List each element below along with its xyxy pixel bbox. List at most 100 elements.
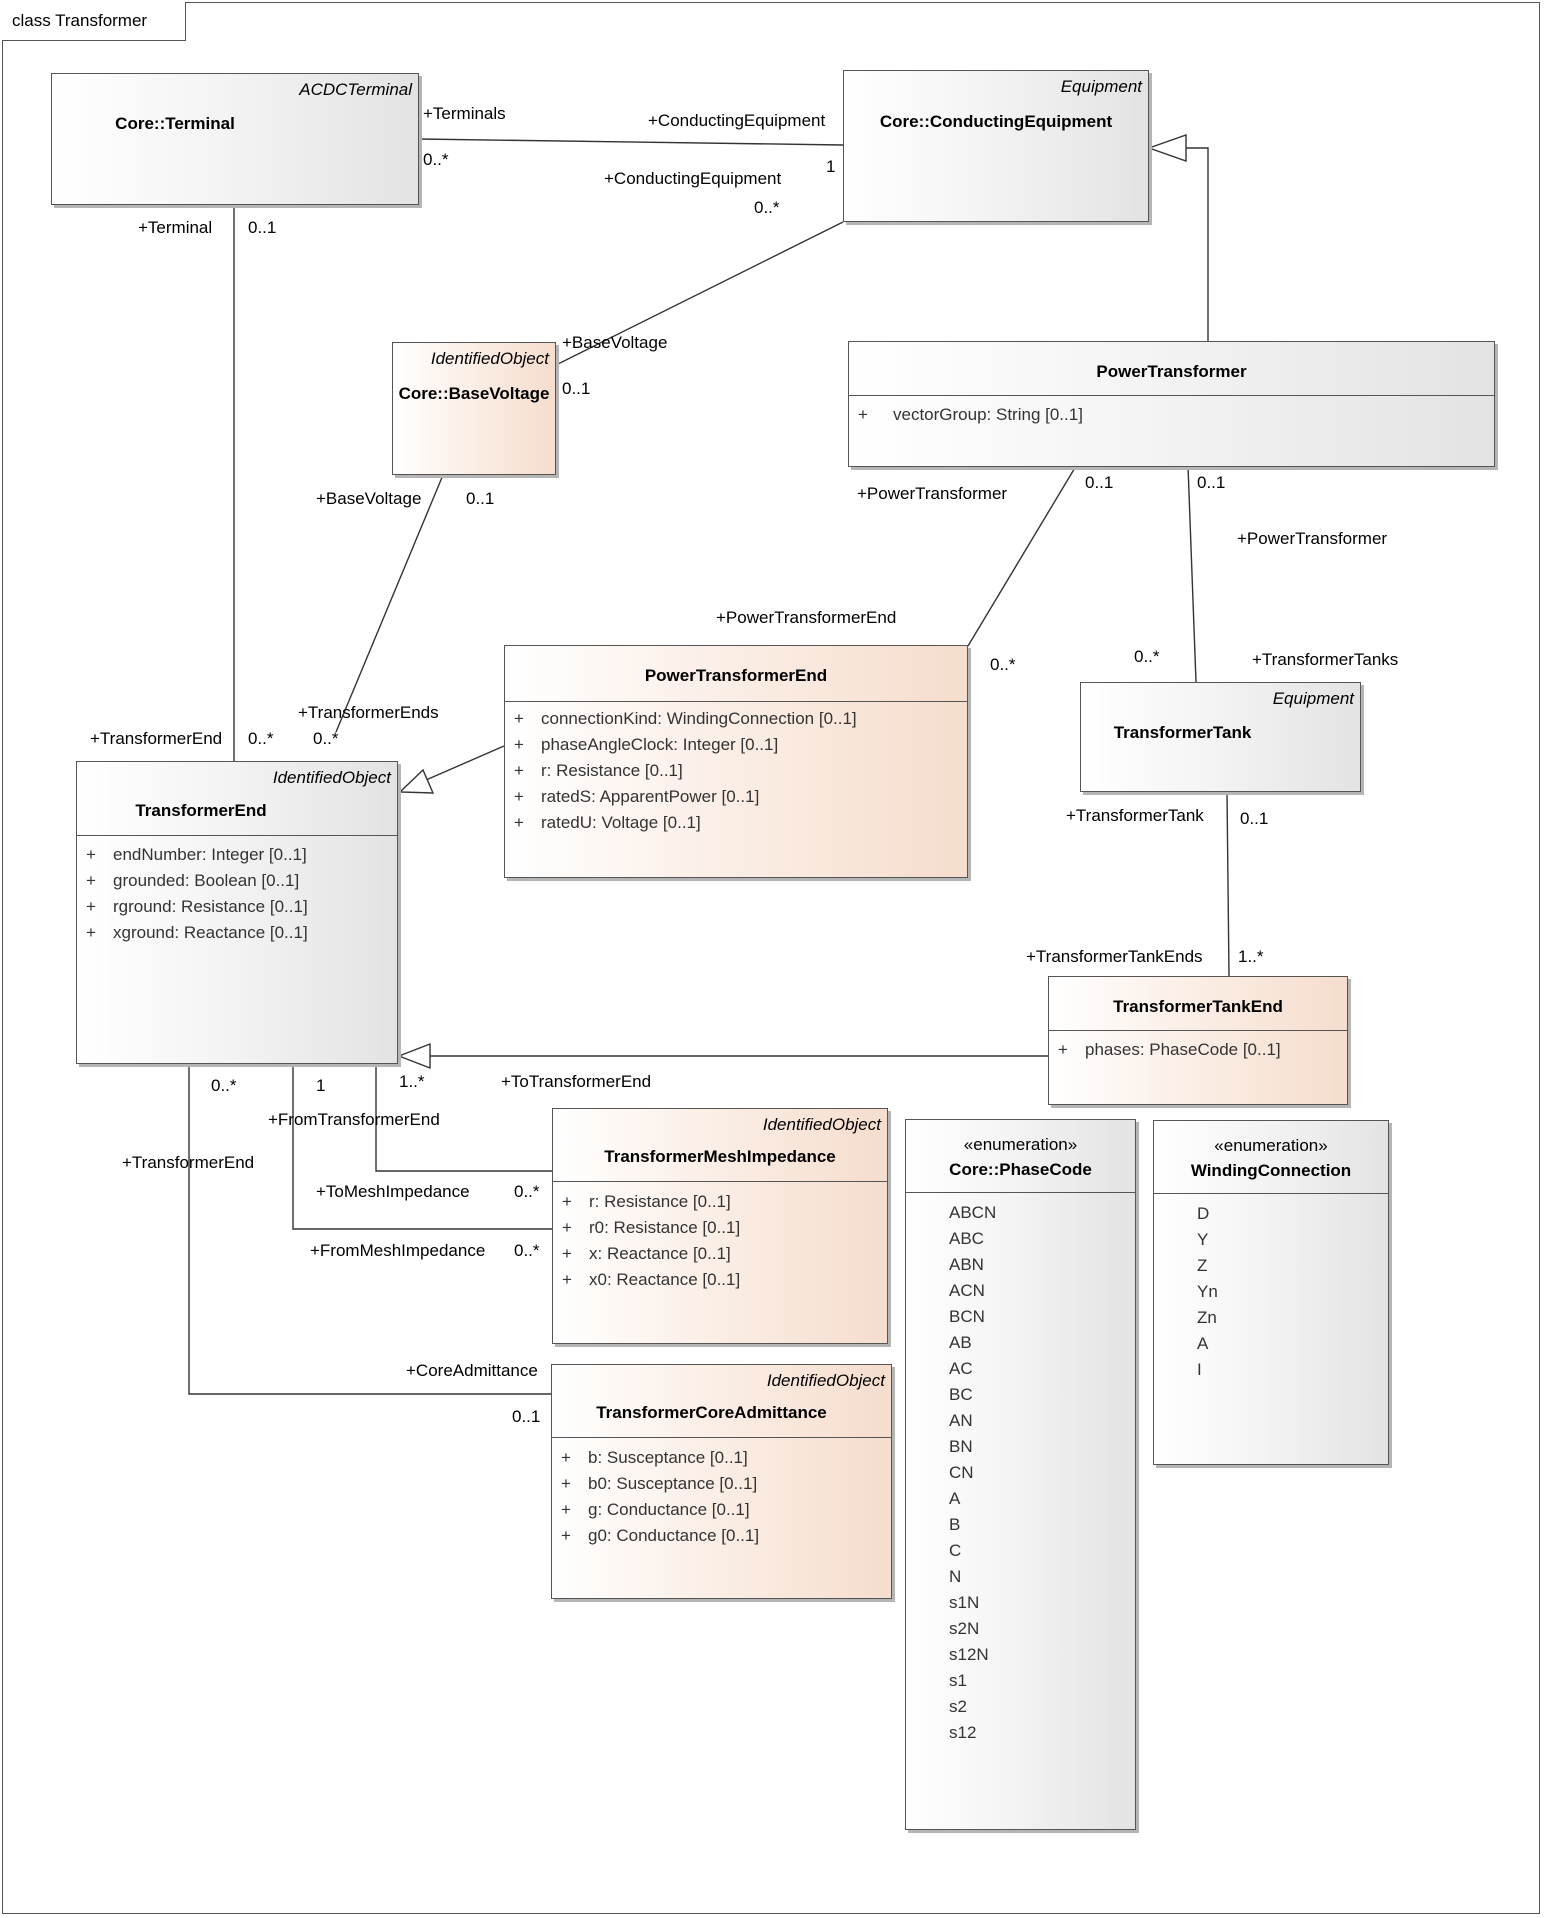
- enum-name: WindingConnection: [1190, 1161, 1352, 1180]
- role-label: +TransformerTanks: [1252, 650, 1399, 669]
- enum-literal: Yn: [1197, 1282, 1218, 1301]
- diagram-title: class Transformer: [2, 2, 187, 41]
- assoc-pt-tank: [1187, 465, 1197, 683]
- attribute-list: +phases: PhaseCode [0..1]: [1049, 1037, 1347, 1063]
- generalization-arrow-ce: [1146, 134, 1187, 162]
- attribute-row: +endNumber: Integer [0..1]: [86, 845, 307, 864]
- attribute-row: +b: Susceptance [0..1]: [561, 1448, 748, 1467]
- generalization-arrow-te-pte: [398, 768, 435, 794]
- multiplicity-label: 0..*: [990, 655, 1016, 674]
- attribute-list: +endNumber: Integer [0..1] +grounded: Bo…: [77, 842, 397, 946]
- role-label: +TransformerTank: [1066, 806, 1204, 825]
- attribute-row: +connectionKind: WindingConnection [0..1…: [514, 709, 857, 728]
- separator: [552, 1437, 891, 1438]
- class-power-transformer[interactable]: PowerTransformer +vectorGroup: String [0…: [848, 341, 1495, 467]
- class-transformer-tank-end[interactable]: TransformerTankEnd +phases: PhaseCode [0…: [1048, 976, 1348, 1105]
- enum-literal: N: [949, 1567, 962, 1586]
- role-label: +CoreAdmittance: [406, 1361, 538, 1380]
- enum-literal-list: D Y Z Yn Zn A I: [1197, 1201, 1431, 1383]
- role-label: +FromTransformerEnd: [268, 1110, 440, 1129]
- enum-core-phase-code[interactable]: «enumeration» Core::PhaseCode ABCN ABC A…: [905, 1119, 1136, 1830]
- enum-literal: s1: [949, 1671, 967, 1690]
- multiplicity-label: 0..1: [1197, 473, 1226, 492]
- enum-literal: I: [1197, 1360, 1202, 1379]
- attribute-row: +x: Reactance [0..1]: [562, 1244, 731, 1263]
- separator: [1049, 1030, 1347, 1031]
- multiplicity-label: 0..*: [313, 729, 339, 748]
- enum-literal: AB: [949, 1333, 972, 1352]
- class-stereotype: IdentifiedObject: [762, 1115, 881, 1134]
- role-label: +ToMeshImpedance: [316, 1182, 470, 1201]
- generalization-arrow-te-tankend: [397, 1042, 431, 1070]
- enum-name: Core::PhaseCode: [949, 1160, 1092, 1179]
- class-transformer-core-admittance[interactable]: IdentifiedObject TransformerCoreAdmittan…: [551, 1364, 892, 1599]
- attribute-row: +x0: Reactance [0..1]: [562, 1270, 741, 1289]
- multiplicity-label: 0..*: [514, 1182, 540, 1201]
- enum-literal: BCN: [949, 1307, 985, 1326]
- enum-literal: ABCN: [949, 1203, 997, 1222]
- enum-literal: AC: [949, 1359, 973, 1378]
- enum-literal: C: [949, 1541, 962, 1560]
- multiplicity-label: 0..1: [512, 1407, 541, 1426]
- class-transformer-mesh-impedance[interactable]: IdentifiedObject TransformerMeshImpedanc…: [552, 1108, 888, 1344]
- attribute-row: +g: Conductance [0..1]: [561, 1500, 750, 1519]
- multiplicity-label: 1..*: [1238, 947, 1264, 966]
- attribute-row: +phases: PhaseCode [0..1]: [1058, 1040, 1281, 1059]
- enum-literal: s2N: [949, 1619, 980, 1638]
- attribute-row: +r: Resistance [0..1]: [514, 761, 683, 780]
- role-label: +ConductingEquipment: [604, 169, 782, 188]
- class-stereotype: ACDCTerminal: [299, 80, 412, 99]
- role-label: +ToTransformerEnd: [501, 1072, 652, 1091]
- multiplicity-label: 0..1: [562, 379, 591, 398]
- class-power-transformer-end[interactable]: PowerTransformerEnd +connectionKind: Win…: [504, 645, 968, 878]
- class-stereotype: IdentifiedObject: [272, 768, 391, 787]
- class-core-conducting-equipment[interactable]: Equipment Core::ConductingEquipment: [843, 70, 1149, 222]
- assoc-tank-tankend: [1226, 791, 1230, 977]
- attribute-row: +rground: Resistance [0..1]: [86, 897, 308, 916]
- attribute-row: +g0: Conductance [0..1]: [561, 1526, 760, 1545]
- attribute-row: +r0: Resistance [0..1]: [562, 1218, 741, 1237]
- assoc-to-mesh: [375, 1064, 552, 1172]
- enum-literal: Zn: [1197, 1308, 1217, 1327]
- class-name: Core::ConductingEquipment: [879, 112, 1113, 131]
- attribute-list: +r: Resistance [0..1] +r0: Resistance [0…: [553, 1189, 887, 1293]
- enum-literal: A: [1197, 1334, 1209, 1353]
- enum-literal: BN: [949, 1437, 973, 1456]
- attribute-list: +connectionKind: WindingConnection [0..1…: [505, 706, 967, 836]
- class-transformer-end[interactable]: IdentifiedObject TransformerEnd +endNumb…: [76, 761, 398, 1064]
- role-label: +TransformerTankEnds: [1026, 947, 1203, 966]
- class-name: PowerTransformerEnd: [644, 666, 828, 685]
- enum-literal: AN: [949, 1411, 973, 1430]
- class-core-base-voltage[interactable]: IdentifiedObject Core::BaseVoltage: [392, 342, 556, 475]
- class-stereotype: Equipment: [1060, 77, 1142, 96]
- class-core-terminal[interactable]: ACDCTerminal Core::Terminal: [51, 73, 419, 205]
- attribute-row: +ratedU: Voltage [0..1]: [514, 813, 701, 832]
- enum-stereotype: «enumeration»: [1214, 1136, 1328, 1155]
- separator: [505, 701, 967, 702]
- class-name: TransformerTankEnd: [1113, 997, 1283, 1016]
- multiplicity-label: 0..*: [423, 150, 449, 169]
- class-stereotype: IdentifiedObject: [766, 1371, 885, 1390]
- enum-winding-connection[interactable]: «enumeration» WindingConnection D Y Z Yn…: [1153, 1120, 1389, 1465]
- role-label: +Terminals: [423, 104, 506, 123]
- attribute-row: +vectorGroup: String [0..1]: [858, 405, 1083, 424]
- separator: [77, 835, 397, 836]
- role-label: +BaseVoltage: [562, 333, 668, 352]
- assoc-from-mesh: [292, 1064, 552, 1230]
- enum-literal: BC: [949, 1385, 973, 1404]
- separator: [906, 1192, 1135, 1193]
- enum-stereotype: «enumeration»: [963, 1135, 1078, 1154]
- attribute-row: +xground: Reactance [0..1]: [86, 923, 308, 942]
- enum-literal: s12N: [949, 1645, 989, 1664]
- assoc-terminal-ce: [418, 138, 844, 146]
- enum-literal: Y: [1197, 1230, 1209, 1249]
- role-label: +PowerTransformer: [1237, 529, 1388, 548]
- assoc-basevoltage-te: [335, 474, 444, 733]
- multiplicity-label: 0..1: [1085, 473, 1114, 492]
- attribute-row: +ratedS: ApparentPower [0..1]: [514, 787, 760, 806]
- assoc-core-admittance: [188, 1064, 551, 1395]
- class-transformer-tank[interactable]: Equipment TransformerTank: [1080, 682, 1361, 792]
- multiplicity-label: 0..*: [754, 198, 780, 217]
- multiplicity-label: 1: [826, 157, 836, 176]
